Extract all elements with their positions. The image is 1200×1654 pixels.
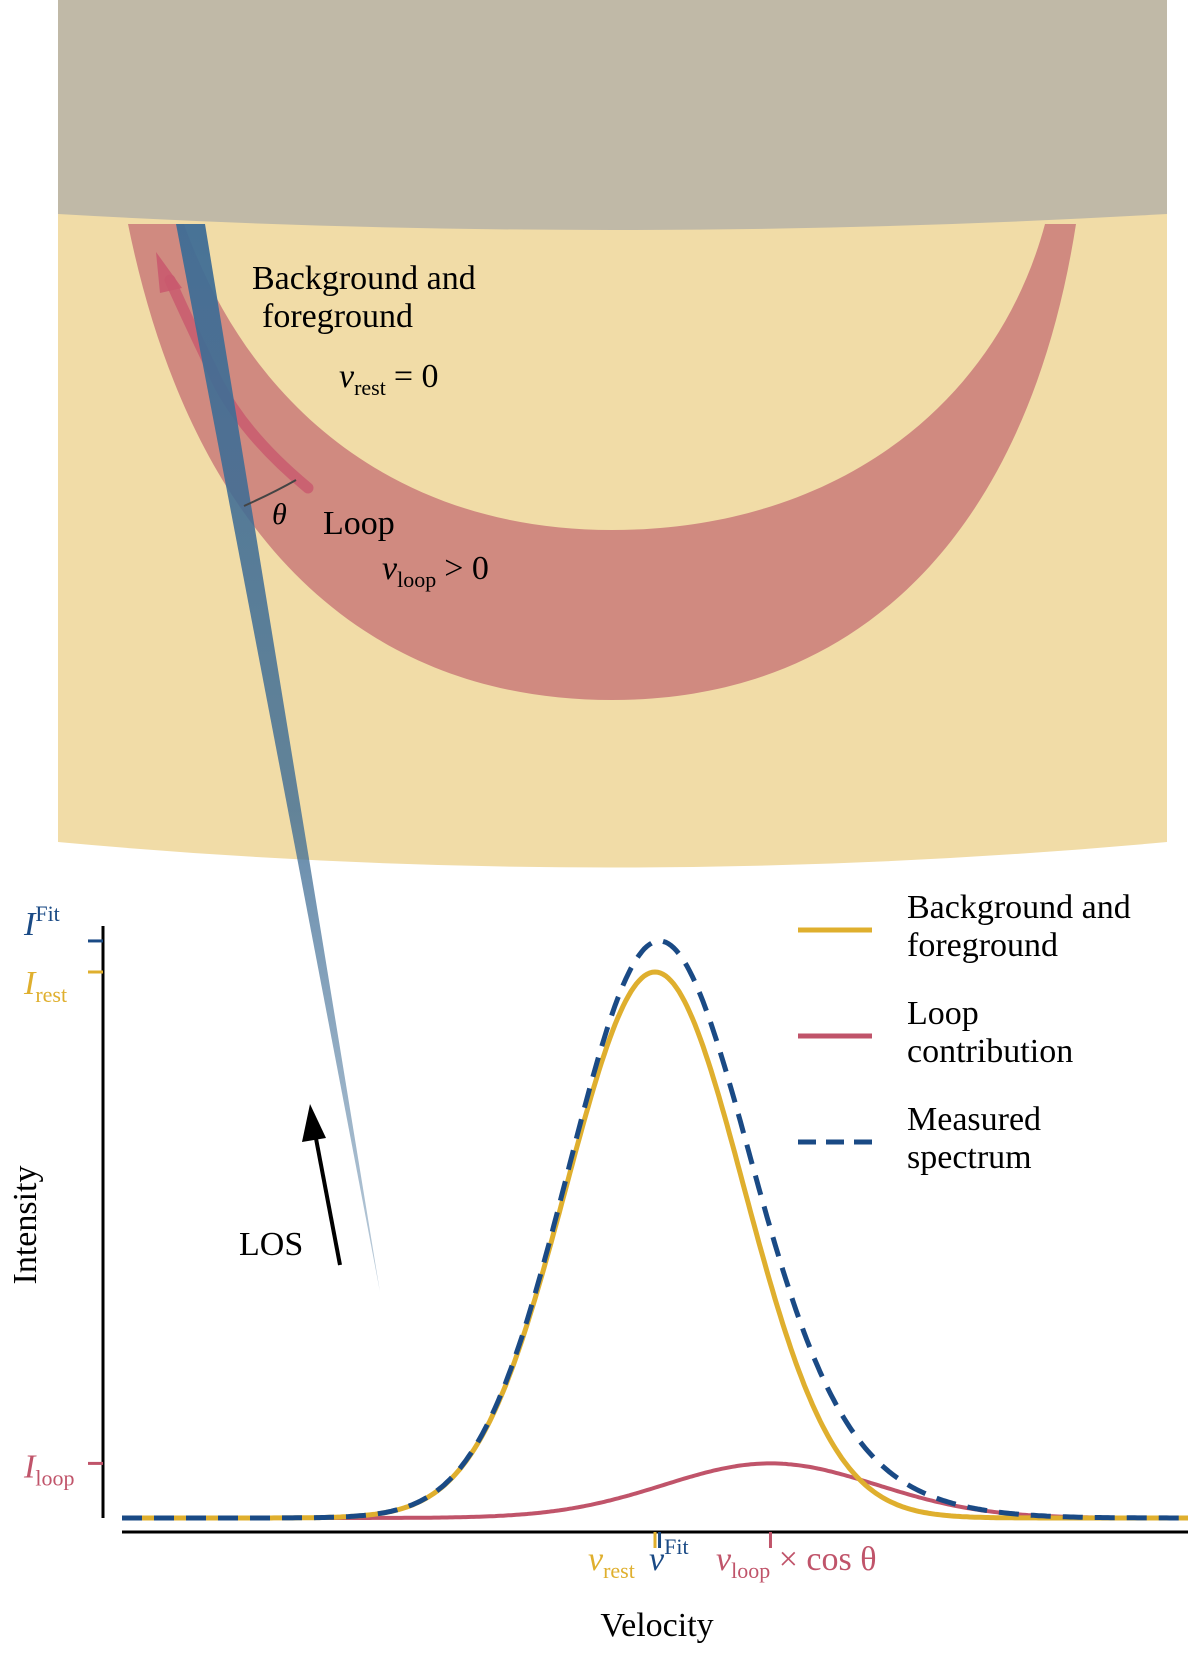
background-label-line1: Background and xyxy=(252,260,476,297)
loop-label: Loop xyxy=(323,505,395,542)
y-tick-label-fit: IFit xyxy=(23,901,60,943)
background-label-line2: foreground xyxy=(262,298,413,335)
measured-spectrum-curve xyxy=(122,938,1188,1521)
legend-label-line2: contribution xyxy=(907,1033,1073,1070)
los-arrowhead xyxy=(302,1104,326,1142)
legend: Background andforegroundLoopcontribution… xyxy=(798,889,1131,1176)
y-axis-label: Intensity xyxy=(7,1166,44,1285)
scene-panel: Background and foreground vrest= 0 Loop … xyxy=(58,0,1167,1292)
loop-contribution-curve xyxy=(122,1461,1188,1520)
x-tick-label-loop: vloop × cos θ xyxy=(716,1541,877,1583)
loop-flow-arrowhead xyxy=(156,252,182,293)
curve-layer xyxy=(122,938,1188,1521)
los-arrow-shaft xyxy=(312,1127,342,1266)
x-tick-label-rest: vrest xyxy=(588,1541,635,1583)
y-tick-label-loop: Iloop xyxy=(23,1448,74,1490)
x-tick-layer: vrest vFit vloop × cos θ xyxy=(588,1532,877,1583)
rest-velocity-label: vrest= 0 xyxy=(339,358,439,400)
corona-top-region xyxy=(58,0,1167,230)
y-tick-label-rest: Irest xyxy=(23,965,67,1007)
theta-label: θ xyxy=(272,498,287,531)
x-axis-label: Velocity xyxy=(600,1607,713,1644)
legend-label-line1: Background and xyxy=(907,889,1131,926)
x-tick-label-fit: vFit xyxy=(649,1534,689,1578)
los-label: LOS xyxy=(239,1226,303,1263)
legend-label-line1: Loop xyxy=(907,995,979,1032)
coronal-loop xyxy=(128,224,1076,700)
line-of-sight-beam xyxy=(176,224,380,1292)
angle-arc xyxy=(243,479,297,507)
legend-label-line1: Measured xyxy=(907,1101,1041,1138)
loop-velocity-label: vloop> 0 xyxy=(382,550,489,592)
legend-label-line2: spectrum xyxy=(907,1139,1032,1176)
legend-label-line2: foreground xyxy=(907,927,1058,964)
